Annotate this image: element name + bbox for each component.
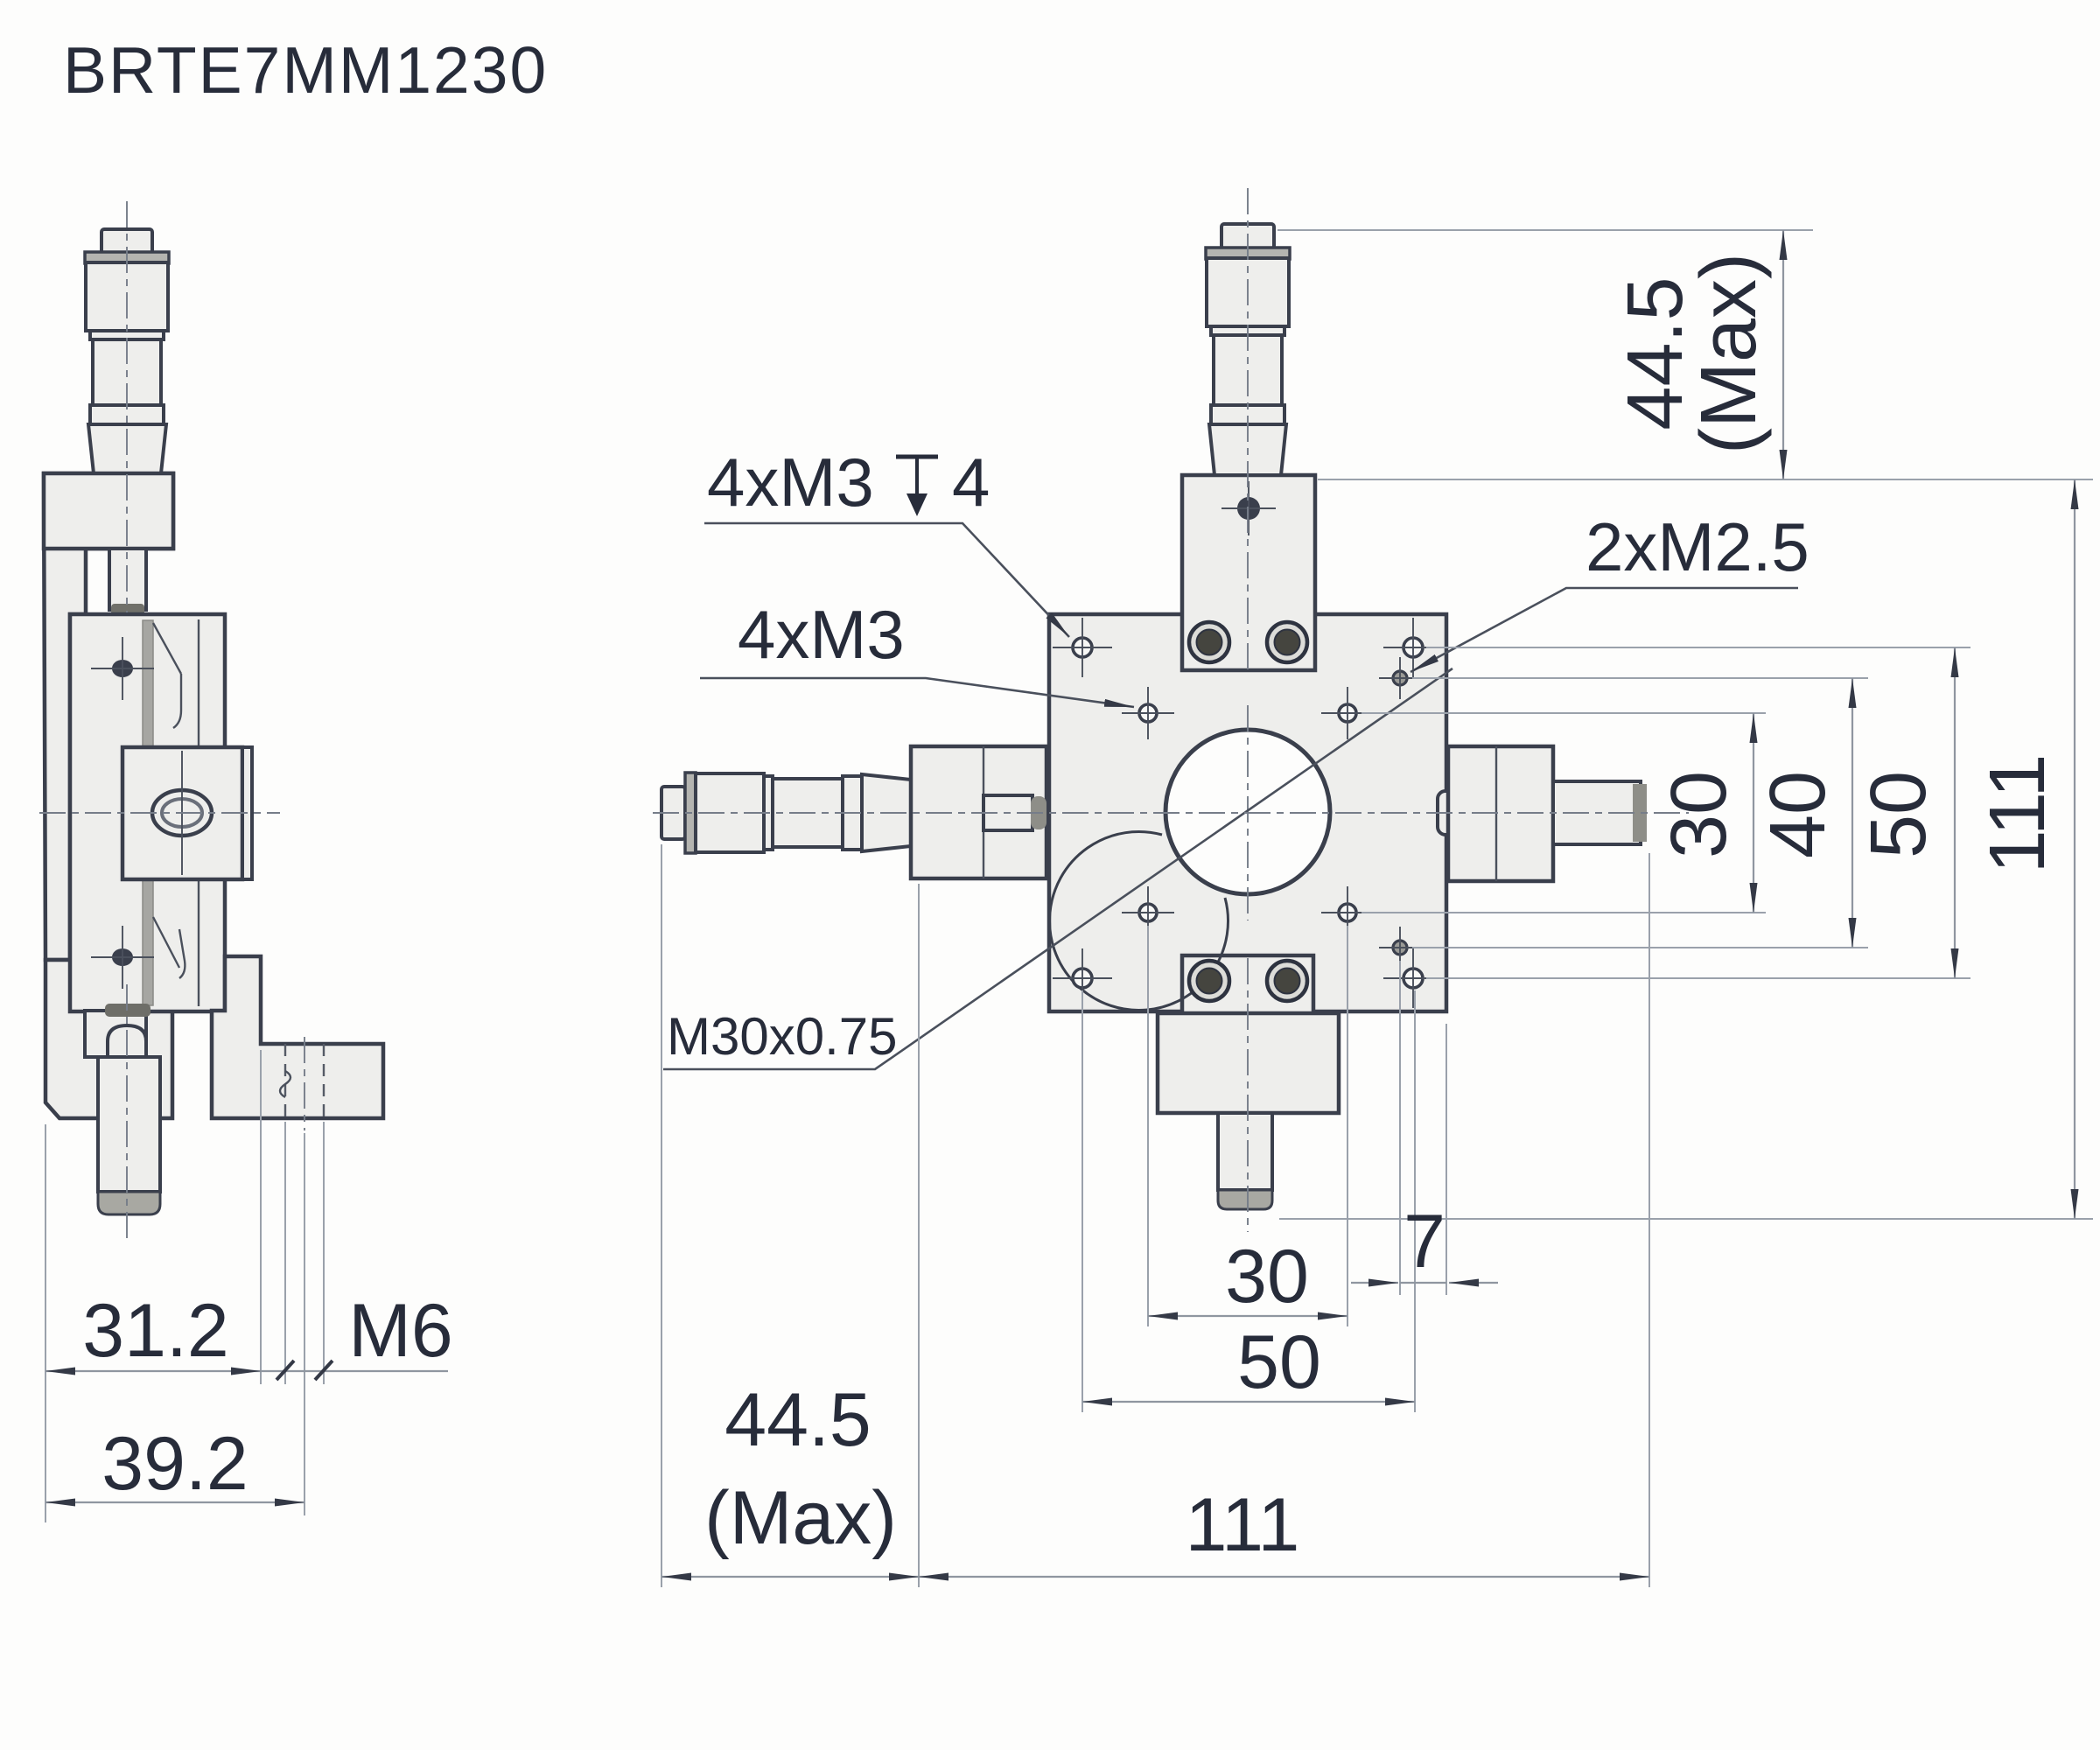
front-dimensions: 44.5 (Max) 30 40 50 111 30 50 7 44.5 (Ma… (662, 230, 2079, 1581)
depth-symbol-icon (896, 454, 938, 516)
dim-text-travel-left: 44.5 (724, 1378, 871, 1462)
side-setscrew-bottom (91, 926, 154, 989)
side-setscrew-top (91, 637, 154, 700)
label-corner-holes: 4xM3 4 (704, 444, 1070, 638)
micrometer-mount-block (41, 471, 176, 551)
mounting-stud (96, 1055, 162, 1194)
dim-text-m6: M6 (348, 1289, 452, 1373)
label-inner-holes: 4xM3 (700, 596, 1135, 709)
micrometer-spindle (108, 547, 148, 612)
front-extension-lines (661, 229, 2093, 1587)
top-block-setscrew (1222, 481, 1276, 536)
spindle-contact (105, 1004, 150, 1017)
body-mechanism-lines (151, 622, 186, 979)
m6-tick-left (275, 1359, 296, 1382)
label-m30-text: M30x0.75 (667, 1007, 898, 1066)
dim-text-travel-top: 44.5 (1612, 276, 1699, 430)
label-side-holes: 2xM2.5 (1410, 508, 1810, 674)
inner-holes-4xM3 (1122, 687, 1374, 939)
right-shaft-end (1633, 784, 1647, 842)
dim-text-v50: 50 (1855, 771, 1942, 858)
side-base-bracket (209, 954, 386, 1121)
label-4xM3-depth-text: 4xM3 (707, 444, 874, 521)
side-view-dimensions: 31.2 M6 39.2 (45, 1050, 453, 1522)
top-screws (1186, 620, 1310, 665)
dim-text-travel-left-max: (Max) (704, 1476, 897, 1560)
m6-tick-right (313, 1359, 334, 1382)
dim-text-b111: 111 (1186, 1483, 1300, 1567)
dim-text-v30: 30 (1656, 771, 1743, 858)
right-block (1446, 744, 1556, 884)
dim-text-b7: 7 (1404, 1200, 1446, 1284)
break-squiggle (278, 1069, 292, 1099)
stud-cap (96, 1190, 162, 1216)
dim-text-v111: 111 (1974, 754, 2062, 874)
label-center-thread: M30x0.75 (667, 1007, 898, 1066)
label-depth-value: 4 (952, 444, 990, 521)
drawing-title: BRTE7MM1230 (63, 33, 548, 107)
dim-text-b30: 30 (1225, 1235, 1309, 1319)
label-4xM3-text: 4xM3 (738, 596, 905, 673)
dim-text-b50: 50 (1237, 1320, 1321, 1404)
bottom-screws (1186, 958, 1310, 1004)
m30-leader (663, 667, 1453, 1071)
bottom-stem-cap (1216, 1188, 1274, 1211)
front-view: 4xM3 4 4xM3 2xM2.5 M30x0.75 (653, 188, 2093, 1587)
label-2xM2-5-text: 2xM2.5 (1586, 508, 1810, 585)
right-actuator (1436, 744, 1647, 884)
left-side-view: 31.2 M6 39.2 (39, 201, 453, 1522)
dim-text-travel-top-max: (Max) (1685, 253, 1773, 454)
dim-text-v40: 40 (1754, 771, 1842, 858)
bottom-stem (1216, 1111, 1274, 1192)
dim-text-31-2: 31.2 (82, 1289, 228, 1373)
m6-hidden-hole (278, 1037, 326, 1130)
dim-text-39-2: 39.2 (102, 1422, 248, 1506)
